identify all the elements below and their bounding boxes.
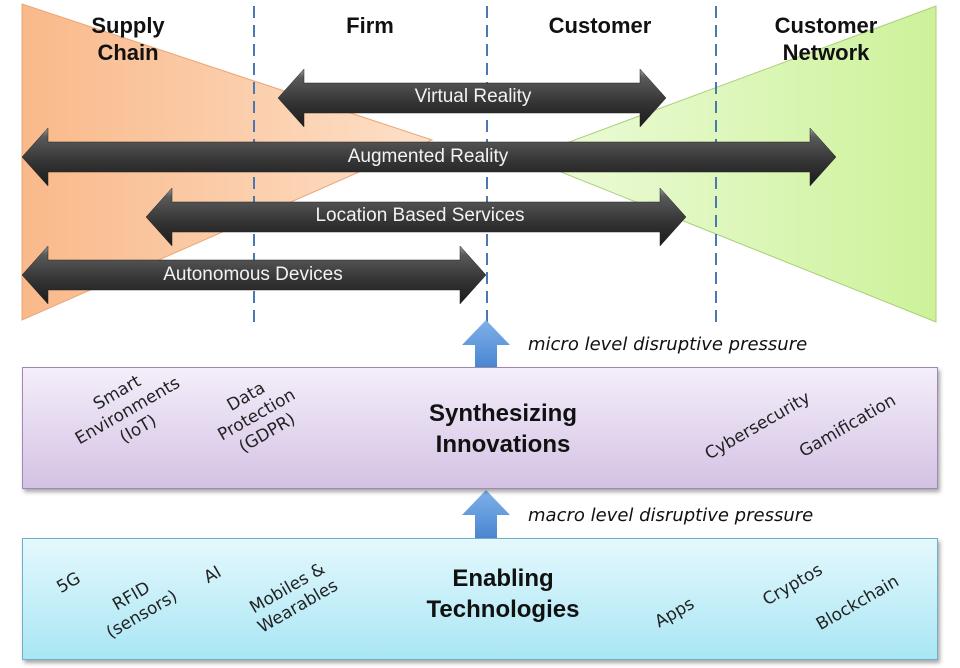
item-rfid: RFID (sensors) [103, 577, 181, 643]
column-label-customer-network: Customer Network [774, 13, 878, 65]
arrow-virtual-reality [277, 68, 667, 128]
arrow-label-location-based-services: Location Based Services [315, 205, 525, 226]
arrow-label-augmented-reality: Augmented Reality [347, 146, 509, 167]
column-label-customer: Customer [548, 13, 652, 38]
macro-pressure-arrow [462, 490, 510, 538]
item-smart-environments: Smart Environments (IoT) [71, 371, 184, 450]
arrow-label-virtual-reality: Virtual Reality [414, 86, 532, 107]
item-5g: 5G [53, 568, 85, 598]
synthesizing-innovations-title: Synthesizing Innovations [428, 400, 578, 458]
arrow-autonomous-devices [21, 245, 487, 305]
micro-pressure-label: micro level disruptive pressure [528, 334, 808, 355]
arrow-location-based-services [145, 187, 687, 247]
item-ai: AI [200, 562, 225, 588]
synthesizing-innovations-box: Synthesizing Innovations Smart Environme… [22, 367, 938, 489]
item-cryptos: Cryptos [759, 560, 827, 611]
item-apps: Apps [651, 593, 698, 633]
enabling-technologies-title: Enabling Technologies [426, 565, 580, 623]
arrow-augmented-reality [21, 127, 837, 187]
enabling-technologies-box: Enabling Technologies 5G RFID (sensors) … [22, 538, 938, 660]
micro-pressure-arrow [462, 320, 510, 367]
column-label-supply-chain: Supply Chain [91, 13, 165, 65]
arrow-label-autonomous-devices: Autonomous Devices [163, 264, 343, 285]
item-mobiles-wearables: Mobiles & Wearables [246, 558, 342, 638]
item-data-protection: Data Protection (GDPR) [214, 378, 299, 458]
macro-pressure-label: macro level disruptive pressure [528, 505, 814, 526]
column-label-firm: Firm [346, 13, 394, 38]
